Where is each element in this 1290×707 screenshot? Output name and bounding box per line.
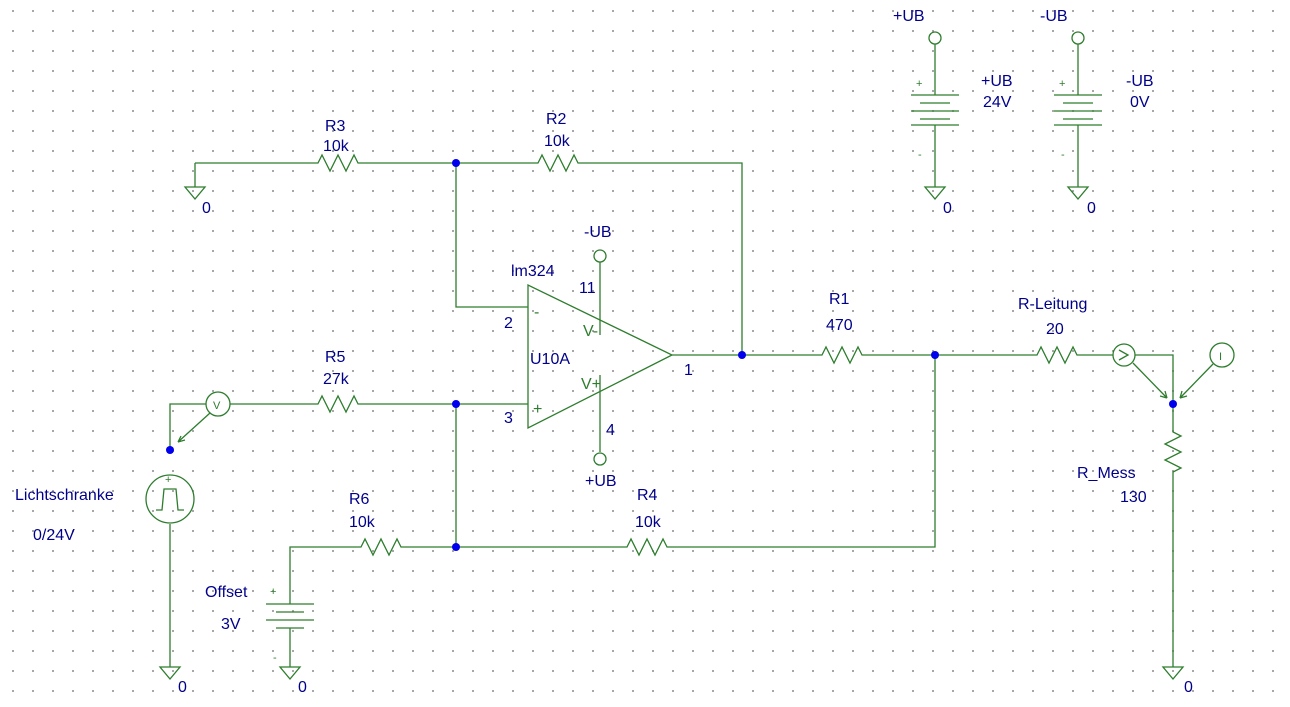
junction-dot: [931, 351, 939, 359]
source-offset[interactable]: + - Offset 3V: [205, 584, 314, 664]
wires: [169, 44, 1174, 667]
source-value: 24V: [983, 94, 1012, 111]
ground-label: 0: [943, 200, 952, 217]
probe-i-label: I: [1219, 351, 1222, 363]
junction-dot: [166, 446, 174, 454]
ground-offset: 0: [278, 666, 307, 696]
resistor-r3[interactable]: R3 10k: [305, 118, 365, 173]
ground-label: 0: [1087, 200, 1096, 217]
ground-r3: 0: [183, 163, 211, 217]
resistor-r2[interactable]: R2 10k: [525, 111, 585, 173]
port-label: +UB: [585, 473, 617, 490]
pin-out: 1: [684, 362, 693, 379]
resistor-value: 10k: [544, 133, 571, 150]
ground-label: 0: [202, 200, 211, 217]
opamp-vplus-label: V+: [581, 376, 601, 393]
resistor-name: R3: [325, 118, 346, 135]
plus-mark: +: [916, 78, 922, 90]
plus-mark: +: [270, 586, 276, 598]
plus-mark: +: [1059, 78, 1065, 90]
resistor-value: 130: [1120, 489, 1147, 506]
current-probe-marker[interactable]: I: [1179, 342, 1235, 399]
source-name: Lichtschranke: [15, 487, 114, 504]
source-value: 3V: [221, 616, 241, 633]
resistor-r6[interactable]: R6 10k: [349, 491, 409, 557]
ground-vpos: 0: [923, 186, 952, 217]
ground-lichtschranke: 0: [158, 666, 187, 696]
resistor-name: R_Mess: [1077, 465, 1136, 482]
resistor-name: R6: [349, 491, 370, 508]
junction-dot: [452, 400, 460, 408]
junction-dot: [452, 543, 460, 551]
resistor-name: R5: [325, 349, 346, 366]
resistor-r1[interactable]: R1 470: [810, 291, 870, 365]
pin-vneg: 11: [579, 280, 596, 297]
junction-dot: [1169, 400, 1177, 408]
port-label: +UB: [893, 8, 925, 25]
resistor-name: R-Leitung: [1018, 296, 1087, 313]
resistor-name: R2: [546, 111, 567, 128]
resistor-r-mess[interactable]: R_Mess 130: [1077, 420, 1183, 506]
port-label: -UB: [1040, 8, 1068, 25]
ground-r-mess: 0: [1161, 666, 1193, 696]
port-label: -UB: [584, 224, 612, 241]
pin-inv: 2: [504, 315, 513, 332]
ground-label: 0: [178, 679, 187, 696]
resistor-name: R4: [637, 487, 658, 504]
port-opamp-pos: +UB: [585, 452, 617, 490]
resistor-value: 20: [1046, 321, 1064, 338]
minus-mark: -: [918, 149, 922, 161]
voltage-probe[interactable]: V: [177, 391, 231, 443]
source-value: 0/24V: [33, 527, 75, 544]
resistor-r4[interactable]: R4 10k: [615, 487, 675, 557]
pin-vpos: 4: [606, 422, 615, 439]
resistor-name: R1: [829, 291, 850, 308]
ground-label: 0: [1184, 679, 1193, 696]
port-opamp-neg: -UB: [584, 224, 612, 263]
junction-dot: [452, 159, 460, 167]
opamp-u10a[interactable]: - + V- V+ lm324 U10A 2 3 1 11 4: [504, 263, 693, 439]
pin-noninv: 3: [504, 410, 513, 427]
opamp-vminus-label: V-: [583, 323, 598, 340]
source-value: 0V: [1130, 94, 1150, 111]
resistor-value: 10k: [323, 138, 350, 155]
resistor-r5[interactable]: R5 27k: [305, 349, 365, 414]
minus-mark: -: [273, 652, 277, 664]
resistor-value: 27k: [323, 371, 350, 388]
opamp-model: lm324: [511, 263, 555, 280]
resistor-value: 10k: [349, 514, 376, 531]
resistor-value: 470: [826, 317, 853, 334]
junction-dots: [166, 159, 1177, 551]
opamp-ref: U10A: [530, 351, 570, 368]
plus-mark: +: [165, 474, 171, 486]
resistor-value: 10k: [635, 514, 662, 531]
ground-vneg: 0: [1066, 186, 1096, 217]
current-probe-input[interactable]: [1112, 343, 1168, 399]
minus-mark: -: [1061, 149, 1065, 161]
opamp-plus-sign: +: [533, 401, 542, 418]
source-name: -UB: [1126, 73, 1154, 90]
opamp-minus-sign: -: [534, 304, 539, 321]
source-name: +UB: [981, 73, 1013, 90]
source-lichtschranke[interactable]: + Lichtschranke 0/24V: [15, 474, 195, 544]
supply-vneg[interactable]: -UB + - -UB 0V: [1040, 8, 1154, 161]
source-name: Offset: [205, 584, 248, 601]
probe-v-label: V: [213, 400, 221, 412]
junction-dot: [738, 351, 746, 359]
resistor-r-leitung[interactable]: R-Leitung 20: [1018, 296, 1087, 365]
supply-vpos[interactable]: +UB + - +UB 24V: [893, 8, 1013, 161]
ground-label: 0: [298, 679, 307, 696]
